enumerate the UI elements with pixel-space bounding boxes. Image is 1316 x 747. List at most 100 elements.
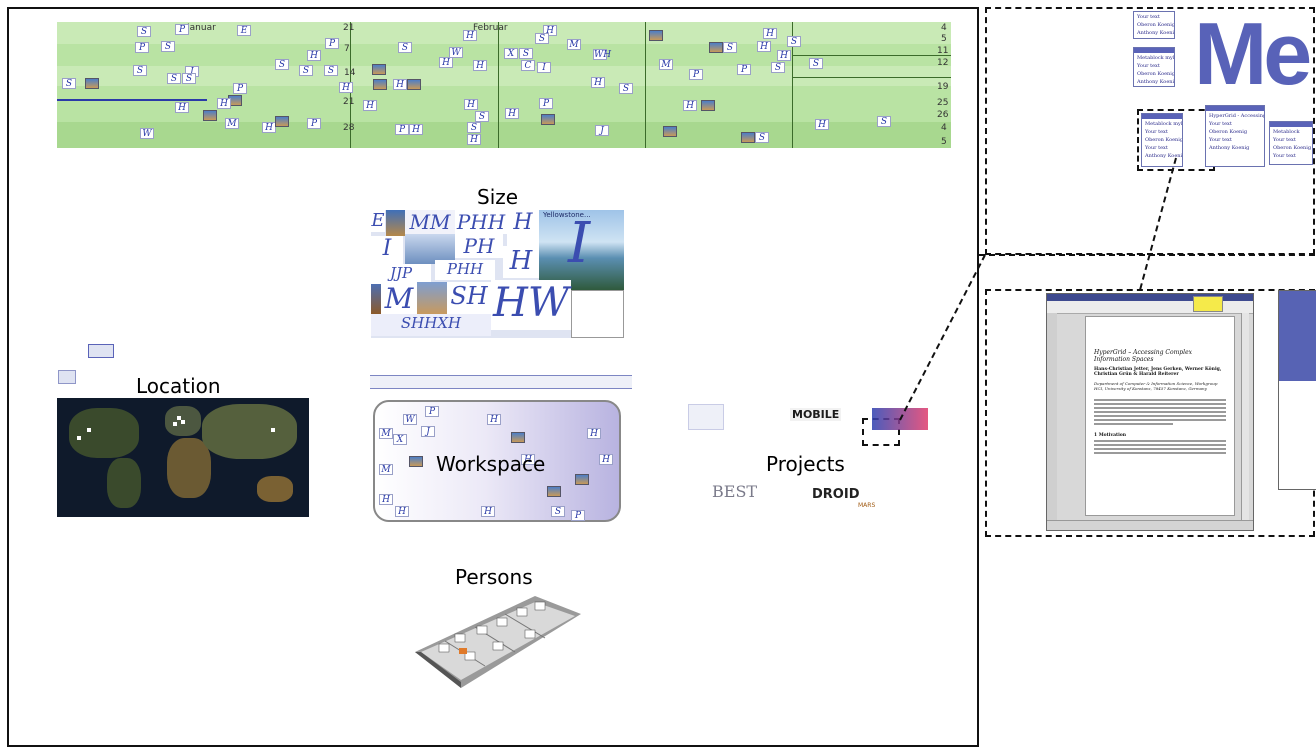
calendar-timeline[interactable]: Januar Februar 21 4 5 7 11 12 14 19 21 2…: [57, 22, 951, 148]
document-page[interactable]: HyperGrid – Accessing Complex Informatio…: [1085, 316, 1235, 516]
metadata-card[interactable]: Metablock mylayers Your text Oberon Koen…: [1133, 47, 1175, 87]
document-tile[interactable]: H: [599, 454, 613, 465]
document-tile[interactable]: H: [777, 50, 791, 61]
metadata-card[interactable]: Metablock Your text Oberon Koenig Your t…: [1269, 121, 1313, 165]
document-tile[interactable]: S: [475, 111, 489, 122]
mosaic-tile[interactable]: I: [567, 211, 591, 276]
mosaic-tile[interactable]: PH: [455, 234, 503, 258]
photo-thumbnail[interactable]: [547, 486, 561, 497]
document-tile[interactable]: H: [464, 99, 478, 110]
mosaic-tile[interactable]: PHH: [435, 260, 495, 280]
document-tile[interactable]: S: [137, 26, 151, 37]
document-tile[interactable]: H: [439, 57, 453, 68]
location-marker[interactable]: [77, 436, 81, 440]
document-tile[interactable]: H: [757, 41, 771, 52]
document-tile[interactable]: H: [473, 60, 487, 71]
document-tile[interactable]: H: [487, 414, 501, 425]
location-marker[interactable]: [177, 416, 181, 420]
document-tile[interactable]: M: [225, 118, 239, 129]
document-tile[interactable]: H: [217, 98, 231, 109]
document-tile[interactable]: S: [324, 65, 338, 76]
document-tile[interactable]: W: [140, 128, 154, 139]
photo-thumbnail[interactable]: [85, 78, 99, 89]
document-tile[interactable]: S: [535, 33, 549, 44]
location-marker[interactable]: [181, 420, 185, 424]
document-tile[interactable]: P: [395, 124, 409, 135]
location-cluster[interactable]: [58, 370, 76, 384]
photo-thumbnail[interactable]: [649, 30, 663, 41]
document-tile[interactable]: S: [398, 42, 412, 53]
second-document-window[interactable]: [1278, 290, 1316, 490]
document-tile[interactable]: P: [233, 83, 247, 94]
document-tile[interactable]: H: [683, 100, 697, 111]
document-tile[interactable]: C: [521, 60, 535, 71]
photo-thumbnail[interactable]: [372, 64, 386, 75]
mosaic-tile[interactable]: HW: [491, 280, 571, 330]
item-ribbon[interactable]: [370, 375, 632, 389]
document-tile[interactable]: S: [299, 65, 313, 76]
document-tile[interactable]: S: [161, 41, 175, 52]
document-tile[interactable]: M: [379, 428, 393, 439]
photo-thumbnail[interactable]: [409, 456, 423, 467]
document-tile[interactable]: P: [737, 64, 751, 75]
mosaic-tile[interactable]: MM: [405, 210, 455, 234]
mosaic-tile[interactable]: SH: [447, 282, 491, 314]
document-tile[interactable]: S: [519, 48, 533, 59]
document-tile[interactable]: J: [595, 125, 609, 136]
photo-thumbnail[interactable]: [275, 116, 289, 127]
mosaic-tile[interactable]: PHH: [455, 210, 507, 234]
document-tile[interactable]: H: [307, 50, 321, 61]
document-tile[interactable]: S: [619, 83, 633, 94]
metadata-card[interactable]: Metablock mylayers Your text Oberon Koen…: [1141, 113, 1183, 167]
project-logo-droid[interactable]: DROID: [812, 487, 860, 502]
metadata-card[interactable]: HyperGrid - Accessing C Your text Oberon…: [1205, 105, 1265, 167]
document-tile[interactable]: W: [449, 47, 463, 58]
document-tile[interactable]: H: [587, 428, 601, 439]
document-viewer-window[interactable]: HyperGrid – Accessing Complex Informatio…: [1046, 293, 1254, 531]
document-tile[interactable]: S: [809, 58, 823, 69]
document-tile[interactable]: E: [237, 25, 251, 36]
project-logo-best[interactable]: BEST: [712, 482, 758, 501]
document-tile[interactable]: S: [551, 506, 565, 517]
mosaic-tile[interactable]: JJP: [371, 264, 431, 284]
document-tile[interactable]: P: [689, 69, 703, 80]
document-tile[interactable]: J: [421, 426, 435, 437]
document-tile[interactable]: S: [755, 132, 769, 143]
document-tile[interactable]: S: [723, 42, 737, 53]
project-logo-mobile[interactable]: MOBILE: [790, 408, 842, 421]
photo-thumbnail[interactable]: [511, 432, 525, 443]
size-mosaic-view[interactable]: E MM PHH H Yellowstone... I I PH H JJP P…: [371, 210, 624, 338]
photo-thumbnail[interactable]: [663, 126, 677, 137]
location-marker[interactable]: [87, 428, 91, 432]
document-tile[interactable]: H: [262, 122, 276, 133]
photo-thumbnail[interactable]: [709, 42, 723, 53]
document-tile[interactable]: P: [135, 42, 149, 53]
world-map[interactable]: [57, 398, 309, 517]
photo-thumbnail[interactable]: [701, 100, 715, 111]
document-tile[interactable]: P: [571, 510, 585, 521]
photo-thumbnail[interactable]: [407, 79, 421, 90]
document-tile[interactable]: S: [877, 116, 891, 127]
window-titlebar[interactable]: [1047, 294, 1253, 301]
workspace-area[interactable]: P W M X J H M H H H H H S P H: [373, 400, 621, 522]
document-tile[interactable]: WH: [593, 49, 612, 60]
document-tile[interactable]: P: [307, 118, 321, 129]
location-marker[interactable]: [173, 422, 177, 426]
document-tile[interactable]: H: [481, 506, 495, 517]
document-tile[interactable]: P: [425, 406, 439, 417]
document-tile[interactable]: H: [543, 25, 557, 36]
project-cluster[interactable]: [688, 404, 724, 430]
document-tile[interactable]: S: [275, 59, 289, 70]
document-tile[interactable]: H: [467, 134, 481, 145]
vertical-scrollbar[interactable]: [1241, 313, 1249, 520]
mosaic-tile[interactable]: M: [381, 282, 417, 315]
document-tile[interactable]: H: [393, 79, 407, 90]
document-tile[interactable]: P: [325, 38, 339, 49]
document-tile[interactable]: H: [763, 28, 777, 39]
mosaic-tile[interactable]: SHHXH: [371, 314, 491, 336]
document-tile[interactable]: H: [379, 494, 393, 505]
document-tile[interactable]: M: [567, 39, 581, 50]
photo-thumbnail[interactable]: [541, 114, 555, 125]
document-tile[interactable]: H: [815, 119, 829, 130]
location-marker[interactable]: [271, 428, 275, 432]
